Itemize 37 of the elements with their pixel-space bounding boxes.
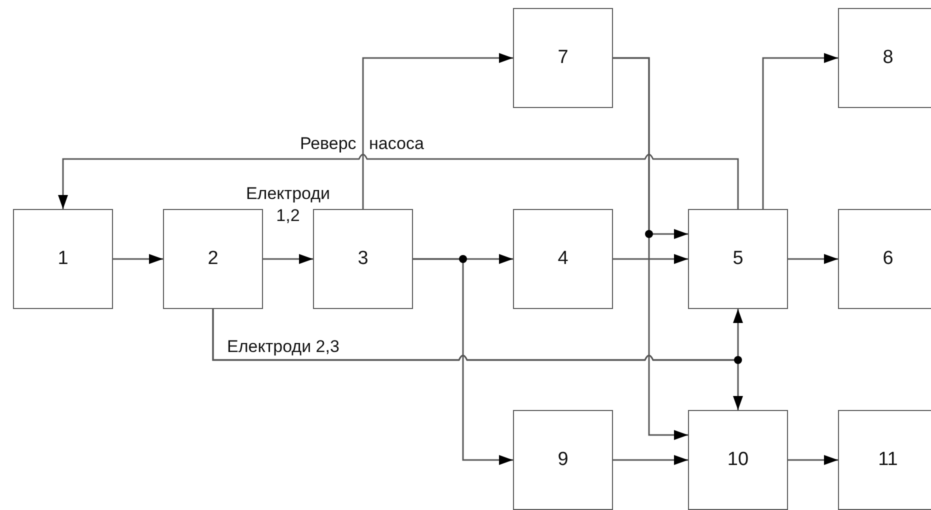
arrow: [762, 53, 838, 209]
process-box: [838, 8, 931, 108]
process-box: [838, 410, 931, 510]
block-number: 6: [882, 248, 894, 270]
arrow: [58, 154, 739, 209]
process-box: [513, 8, 613, 108]
arrow: [263, 254, 313, 264]
block-number: 2: [208, 248, 218, 270]
arrow: [362, 53, 513, 209]
process-box: [13, 209, 113, 309]
block-number: 7: [558, 47, 568, 69]
arrow: [613, 254, 688, 264]
process-box: [513, 410, 613, 510]
arrow: [613, 455, 688, 465]
process-box: [163, 209, 263, 309]
process-box: [513, 209, 613, 309]
arrow: [788, 254, 838, 264]
block-number: 5: [732, 248, 744, 270]
edge-label: Електроди 2,3: [227, 336, 340, 358]
arrow: [788, 455, 838, 465]
arrow: [613, 57, 688, 440]
process-box: [838, 209, 931, 309]
block-number: 3: [358, 248, 368, 270]
arrow: [413, 258, 513, 465]
process-box: [313, 209, 413, 309]
edge-label: Реверс насоса: [300, 133, 424, 155]
edge-label: Електроди 1,2: [244, 183, 332, 228]
process-box: [688, 209, 788, 309]
block-number: 1: [58, 248, 68, 270]
block-number: 11: [878, 449, 898, 471]
arrow: [113, 254, 163, 264]
block-number: 8: [882, 47, 894, 69]
arrow: [212, 309, 743, 410]
block-number: 10: [727, 449, 749, 471]
block-number: 4: [558, 248, 568, 270]
block-number: 9: [558, 449, 568, 471]
process-box: [688, 410, 788, 510]
